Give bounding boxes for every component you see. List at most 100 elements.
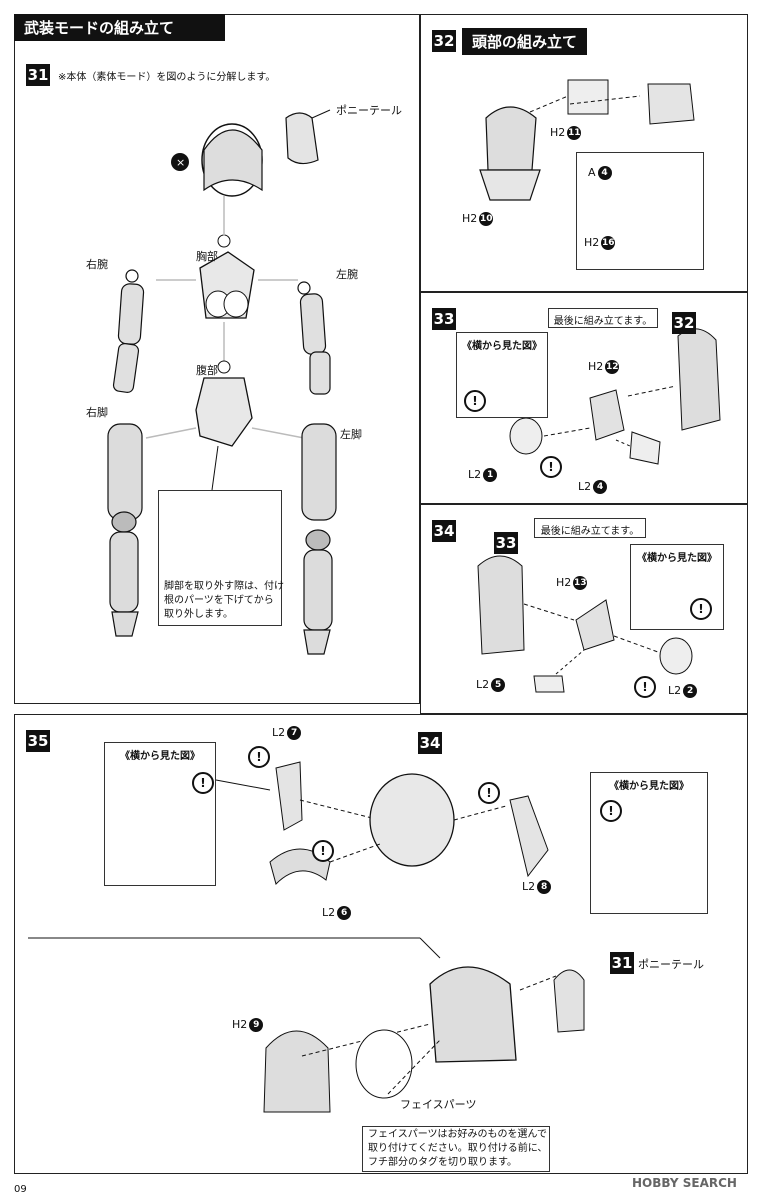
ponytail-label-35: ポニーテール [638,958,704,971]
step-32-badge: 32 [432,30,456,52]
caution-icon: ! [248,746,270,768]
left-arm-label: 左腕 [336,268,358,281]
caution-icon: ! [690,598,712,620]
step-33-last-note: 最後に組み立てます。 [548,308,658,328]
leg-removal-note: 脚部を取り外す際は、付け 根のパーツを下げてから 取り外します。 [164,580,284,622]
caution-icon: ! [312,840,334,862]
part-number: 4 [597,166,612,180]
step-34-panel [420,504,748,714]
step-34-last-note: 最後に組み立てます。 [534,518,646,538]
left-leg-label: 左脚 [340,428,362,441]
part-runner: H2 [462,212,478,225]
part-number: 12 [605,360,620,374]
step-35-panel [14,714,748,1174]
right-leg-label: 右脚 [86,406,108,419]
side-view-title: 《横から見た図》 [462,341,542,352]
right-arm-label: 右腕 [86,258,108,271]
step-32-panel [420,14,748,292]
step-33-badge: 33 [432,308,456,330]
face-parts-note-line-2: 取り付けてください。取り付ける前に、 [368,1143,548,1154]
step-35-side-view-right: 《横から見た図》 [590,772,708,914]
watermark: HOBBY SEARCH [632,1176,737,1190]
step-32-title: 頭部の組み立て [462,28,588,55]
leg-removal-note-line-2: 根のパーツを下げてから [164,595,274,606]
page-number: 09 [14,1184,27,1195]
part-runner: L2 [522,880,536,893]
step-35-side-view-left: 《横から見た図》 [104,742,216,886]
ponytail-label: ポニーテール [336,104,402,117]
face-parts-note-line-1: フェイスパーツはお好みのものを選んで [368,1129,547,1140]
part-runner: H2 [550,126,566,139]
caution-icon: ! [464,390,486,412]
part-runner: L2 [272,726,286,739]
part-number: 9 [249,1018,264,1032]
side-view-title: 《横から見た図》 [637,553,717,564]
leg-removal-note-box [158,490,282,626]
face-parts-label: フェイスパーツ [400,1098,477,1111]
last-note-text: 最後に組み立てます。 [553,316,653,327]
caution-icon: ! [634,676,656,698]
part-runner: L2 [578,480,592,493]
chest-label: 胸部 [196,250,218,263]
part-runner: H2 [584,236,600,249]
part-number: 11 [567,126,582,140]
step-31-badge: 31 [26,64,50,86]
step-34-ref-badge: 33 [494,532,518,554]
part-runner: H2 [556,576,572,589]
step-34-badge: 34 [432,520,456,542]
caution-icon: ! [600,800,622,822]
section-title: 武装モードの組み立て [14,14,225,41]
part-number: 10 [479,212,494,226]
part-number: 16 [601,236,616,250]
caution-icon: ! [540,456,562,478]
side-view-title: 《横から見た図》 [609,781,689,792]
part-runner: L2 [322,906,336,919]
part-number: 1 [483,468,498,482]
part-number: 7 [287,726,302,740]
step-34-side-view-box: 《横から見た図》 [630,544,724,630]
leg-removal-note-line-3: 取り外します。 [164,609,233,620]
part-number: 8 [537,880,552,894]
side-view-title: 《横から見た図》 [120,751,200,762]
step-31-instruction: ※本体（素体モード）を図のように分解します。 [58,72,276,83]
step-33-ref-badge: 32 [672,312,696,334]
caution-icon: ! [192,772,214,794]
part-number: 5 [491,678,506,692]
face-parts-note: フェイスパーツはお好みのものを選んで 取り付けてください。取り付ける前に、 フチ… [368,1128,547,1170]
abdomen-label: 腹部 [196,364,218,377]
leg-removal-note-line-1: 脚部を取り外す際は、付け [164,581,284,592]
caution-icon: ! [478,782,500,804]
face-parts-note-box [362,1126,550,1172]
part-runner: H2 [588,360,604,373]
part-number: 13 [573,576,588,590]
step-35-ref-badge: 34 [418,732,442,754]
part-runner: A [588,166,596,179]
step-33-panel [420,292,748,504]
ponytail-ref-badge: 31 [610,952,634,974]
last-note-text: 最後に組み立てます。 [540,526,640,537]
part-runner: L2 [668,684,682,697]
part-runner: L2 [476,678,490,691]
part-number: 6 [337,906,352,920]
part-runner: H2 [232,1018,248,1031]
step-35-badge: 35 [26,730,50,752]
part-runner: L2 [468,468,482,481]
part-number: 2 [683,684,698,698]
face-parts-note-line-3: フチ部分のタグを切り取ります。 [368,1157,517,1168]
step-32-subassembly-box [576,152,704,270]
svg-text:×: × [176,156,185,169]
